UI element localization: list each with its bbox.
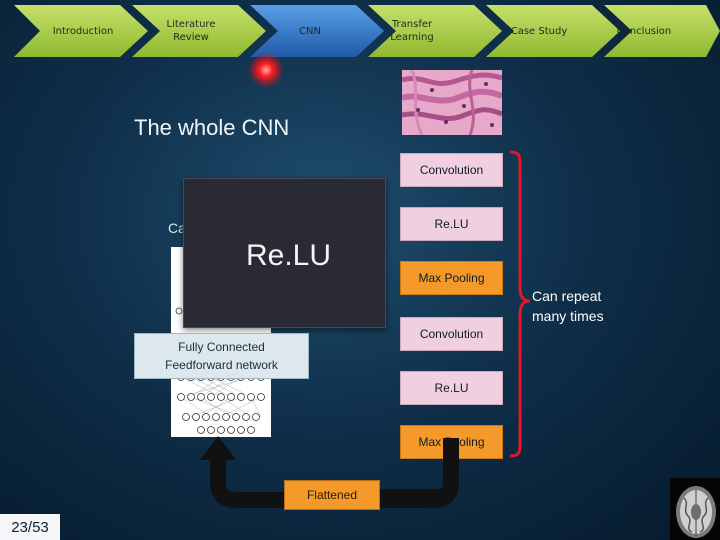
- repeat-note-line-2: many times: [532, 308, 604, 324]
- nav-chevron-conclusion[interactable]: [604, 5, 720, 57]
- nav-chevron-introduction[interactable]: [14, 5, 148, 57]
- relu-overlay-label: Re.LU: [246, 239, 332, 272]
- nav-label-conclusion[interactable]: Conclusion: [616, 26, 672, 37]
- repeat-note: Can repeat many times: [532, 286, 604, 326]
- relu-overlay-box: Re.LU: [183, 178, 386, 328]
- nav-label-cnn[interactable]: CNN: [299, 26, 321, 37]
- fc-label-line-2: Feedforward network: [165, 358, 278, 372]
- nav-label-literature-review[interactable]: Literature Review: [166, 19, 216, 43]
- brain-mri-image: [670, 478, 720, 540]
- fc-label-line-1: Fully Connected: [178, 340, 265, 354]
- return-arrow-right-leg: [378, 458, 459, 503]
- nav-chevron-cnn[interactable]: [250, 5, 384, 57]
- flow-relu-2: Re.LU: [400, 371, 503, 405]
- nav-label-transfer-learning[interactable]: Transfer Learning: [390, 19, 434, 43]
- flow-convolution-1: Convolution: [400, 153, 503, 187]
- partial-label: Ca: [168, 220, 186, 236]
- page-number: 23/53: [0, 514, 60, 540]
- flow-convolution-2: Convolution: [400, 317, 503, 351]
- repeat-note-line-1: Can repeat: [532, 288, 602, 304]
- top-navigation-bar: [14, 5, 720, 57]
- nav-label-introduction[interactable]: Introduction: [52, 26, 114, 37]
- nav-chevron-case-study[interactable]: [486, 5, 620, 57]
- slide-title: The whole CNN: [134, 115, 290, 140]
- red-glow-decoration: [248, 52, 284, 88]
- flattened-box: Flattened: [284, 480, 380, 510]
- fully-connected-label-box: Fully Connected Feedforward network: [134, 333, 309, 379]
- nav-chevron-literature-review[interactable]: [132, 5, 266, 57]
- flow-max-pooling-1: Max Pooling: [400, 261, 503, 295]
- flow-relu-1: Re.LU: [400, 207, 503, 241]
- nav-label-case-study[interactable]: Case Study: [510, 26, 568, 37]
- nav-chevron-transfer-learning[interactable]: [368, 5, 502, 57]
- histology-image: [402, 70, 502, 135]
- repeat-brace: [509, 150, 531, 458]
